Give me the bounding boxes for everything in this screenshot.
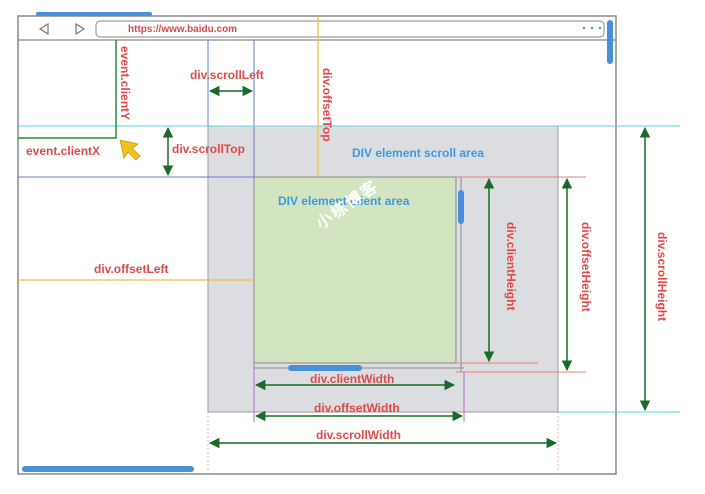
event-client-bracket (18, 40, 117, 139)
label-client-area: DIV element client area (278, 194, 410, 208)
more-dots-icon[interactable] (582, 26, 602, 30)
label-event-clientX: event.clientX (26, 144, 101, 158)
label-offset-top: div.offsetTop (320, 68, 334, 142)
label-offset-width: div.offsetWidth (314, 401, 400, 415)
chevron-right-icon[interactable] (75, 22, 86, 36)
label-client-width: div.clientWidth (310, 372, 395, 386)
browser-top-tab-bar[interactable] (36, 12, 152, 16)
address-bar[interactable] (95, 20, 605, 38)
label-offset-left: div.offsetLeft (94, 262, 169, 276)
client-area-box (253, 176, 457, 364)
page-horizontal-scrollbar[interactable] (22, 466, 194, 472)
label-offset-height: div.offsetHeight (579, 222, 593, 312)
label-scroll-top: div.scrollTop (172, 142, 245, 156)
label-scroll-width: div.scrollWidth (316, 428, 402, 442)
div-horizontal-scrollbar-thumb[interactable] (288, 365, 362, 371)
label-event-clientY: event.clientY (118, 46, 132, 121)
label-scroll-height: div.scrollHeight (655, 232, 669, 322)
chevron-left-icon[interactable] (38, 22, 49, 36)
label-client-height: div.clientHeight (504, 222, 518, 311)
browser-window (17, 15, 617, 475)
address-bar-url: https://www.baidu.com (128, 24, 238, 35)
mouse-cursor-icon (119, 139, 141, 161)
label-scroll-left: div.scrollLeft (190, 68, 264, 82)
div-vertical-scrollbar-thumb[interactable] (458, 190, 464, 224)
label-scroll-area: DIV element scroll area (352, 146, 485, 160)
page-vertical-scrollbar[interactable] (607, 20, 613, 64)
